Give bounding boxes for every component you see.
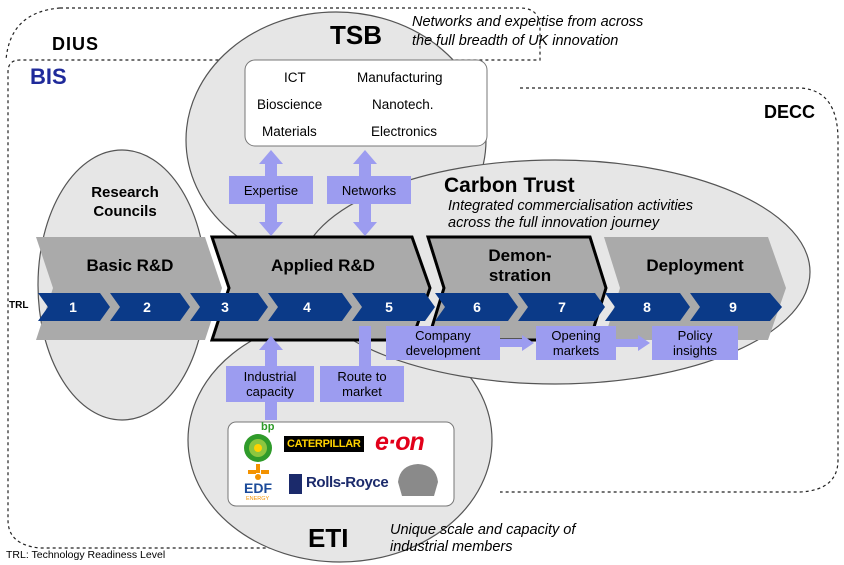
tsb-description-line1: Networks and expertise from across [412, 14, 644, 30]
policy-insights-box: Policy insights [652, 326, 738, 360]
trl-arrow-4 [268, 293, 352, 321]
carbon-trust-description-line1: Integrated commercialisation activities [448, 198, 693, 214]
carbon-trust-label: Carbon Trust [444, 174, 575, 197]
trl-level-9: 9 [729, 299, 737, 315]
industrial-capacity-box: Industrial capacity [226, 366, 314, 402]
networks-label: Networks [341, 182, 397, 198]
stage-deployment-label: Deployment [646, 256, 744, 275]
trl-arrow-7 [518, 293, 605, 321]
opening-markets-box: Opening markets [536, 326, 616, 360]
stage-demonstration-label-line1: Demon- [488, 246, 552, 265]
route-to-market-box: Route to market [320, 366, 404, 402]
trl-level-4: 4 [303, 299, 311, 315]
expertise-label: Expertise [243, 182, 299, 198]
route-to-market-label-line2: market [342, 384, 382, 399]
edf-logo-text: EDF [244, 480, 272, 496]
trl-axis-label: TRL [9, 300, 29, 311]
policy-insights-label-line2: insights [672, 343, 718, 358]
trl-level-3: 3 [221, 299, 229, 315]
trl-arrow-3 [190, 293, 268, 321]
carbon-trust-description-line2: across the full innovation journey [448, 215, 660, 231]
stage-deployment-shape [604, 237, 786, 340]
expertise-box: Expertise [229, 176, 313, 204]
tsb-area-nanotech: Nanotech. [372, 97, 434, 112]
opening-markets-label-line1: Opening [551, 328, 601, 343]
stage-demonstration-label-line2: stration [488, 266, 552, 285]
trl-arrow-2 [110, 293, 190, 321]
stage-applied-label: Applied R&D [271, 256, 375, 275]
stage-basic-label: Basic R&D [86, 256, 174, 275]
trl-level-7: 7 [558, 299, 566, 315]
dius-label: DIUS [52, 34, 100, 54]
stage-basic-shape [36, 237, 222, 340]
policy-insights-label-line1: Policy [677, 328, 713, 343]
eti-label: ETI [308, 523, 349, 553]
stage-applied-shape [209, 235, 432, 342]
industrial-capacity-label-line1: Industrial [243, 369, 297, 384]
tsb-description-line2: the full breadth of UK innovation [412, 33, 619, 49]
tsb-areas-box [244, 59, 488, 147]
decc-label: DECC [764, 102, 816, 122]
rolls-royce-badge [289, 474, 302, 494]
eon-logo: e·on [375, 428, 425, 456]
decc-boundary [500, 87, 839, 493]
trl-arrow-6 [435, 293, 518, 321]
shell-logo-shape [398, 464, 438, 496]
trl-arrows [38, 293, 782, 321]
opening-markets-label-line2: markets [552, 343, 600, 358]
tsb-label: TSB [330, 20, 382, 50]
bis-label: BIS [30, 64, 67, 89]
trl-level-1: 1 [69, 299, 77, 315]
tsb-area-manufacturing: Manufacturing [357, 70, 443, 85]
trl-arrow-5 [352, 293, 435, 321]
tsb-area-ict: ICT [284, 70, 306, 85]
edf-energy-subtext: ENERGY [246, 496, 270, 502]
networks-box: Networks [327, 176, 411, 204]
bp-logo-text: bp [261, 421, 275, 433]
eti-description-line1: Unique scale and capacity of [390, 522, 576, 538]
edf-logo-shape [248, 464, 269, 480]
tsb-area-materials: Materials [262, 124, 317, 139]
trl-level-8: 8 [643, 299, 651, 315]
trl-arrow-9 [690, 293, 782, 321]
research-councils-label-line2: Councils [93, 203, 157, 220]
dius-bis-boundary [7, 7, 541, 549]
tsb-area-bioscience: Bioscience [257, 97, 323, 112]
route-to-market-label-line1: Route to [337, 369, 387, 384]
caterpillar-logo: CATERPILLAR [284, 436, 364, 452]
trl-level-5: 5 [385, 299, 393, 315]
company-development-label-line2: development [405, 343, 481, 358]
carbon-trust-flow-arrows [500, 335, 650, 351]
trl-arrow-1 [38, 293, 110, 321]
trl-level-2: 2 [143, 299, 151, 315]
rolls-royce-logo: Rolls-Royce [306, 474, 389, 491]
tsb-area-electronics: Electronics [371, 124, 438, 139]
trl-footnote: TRL: Technology Readiness Level [6, 549, 166, 561]
eti-description-line2: industrial members [390, 539, 513, 555]
company-development-box: Company development [386, 326, 500, 360]
company-development-label-line1: Company [415, 328, 471, 343]
dius-outer [5, 7, 61, 61]
industrial-capacity-label-line2: capacity [246, 384, 294, 399]
trl-level-6: 6 [473, 299, 481, 315]
bp-logo-shape [244, 434, 272, 462]
research-councils-label-line1: Research [91, 184, 159, 201]
trl-arrow-8 [605, 293, 690, 321]
